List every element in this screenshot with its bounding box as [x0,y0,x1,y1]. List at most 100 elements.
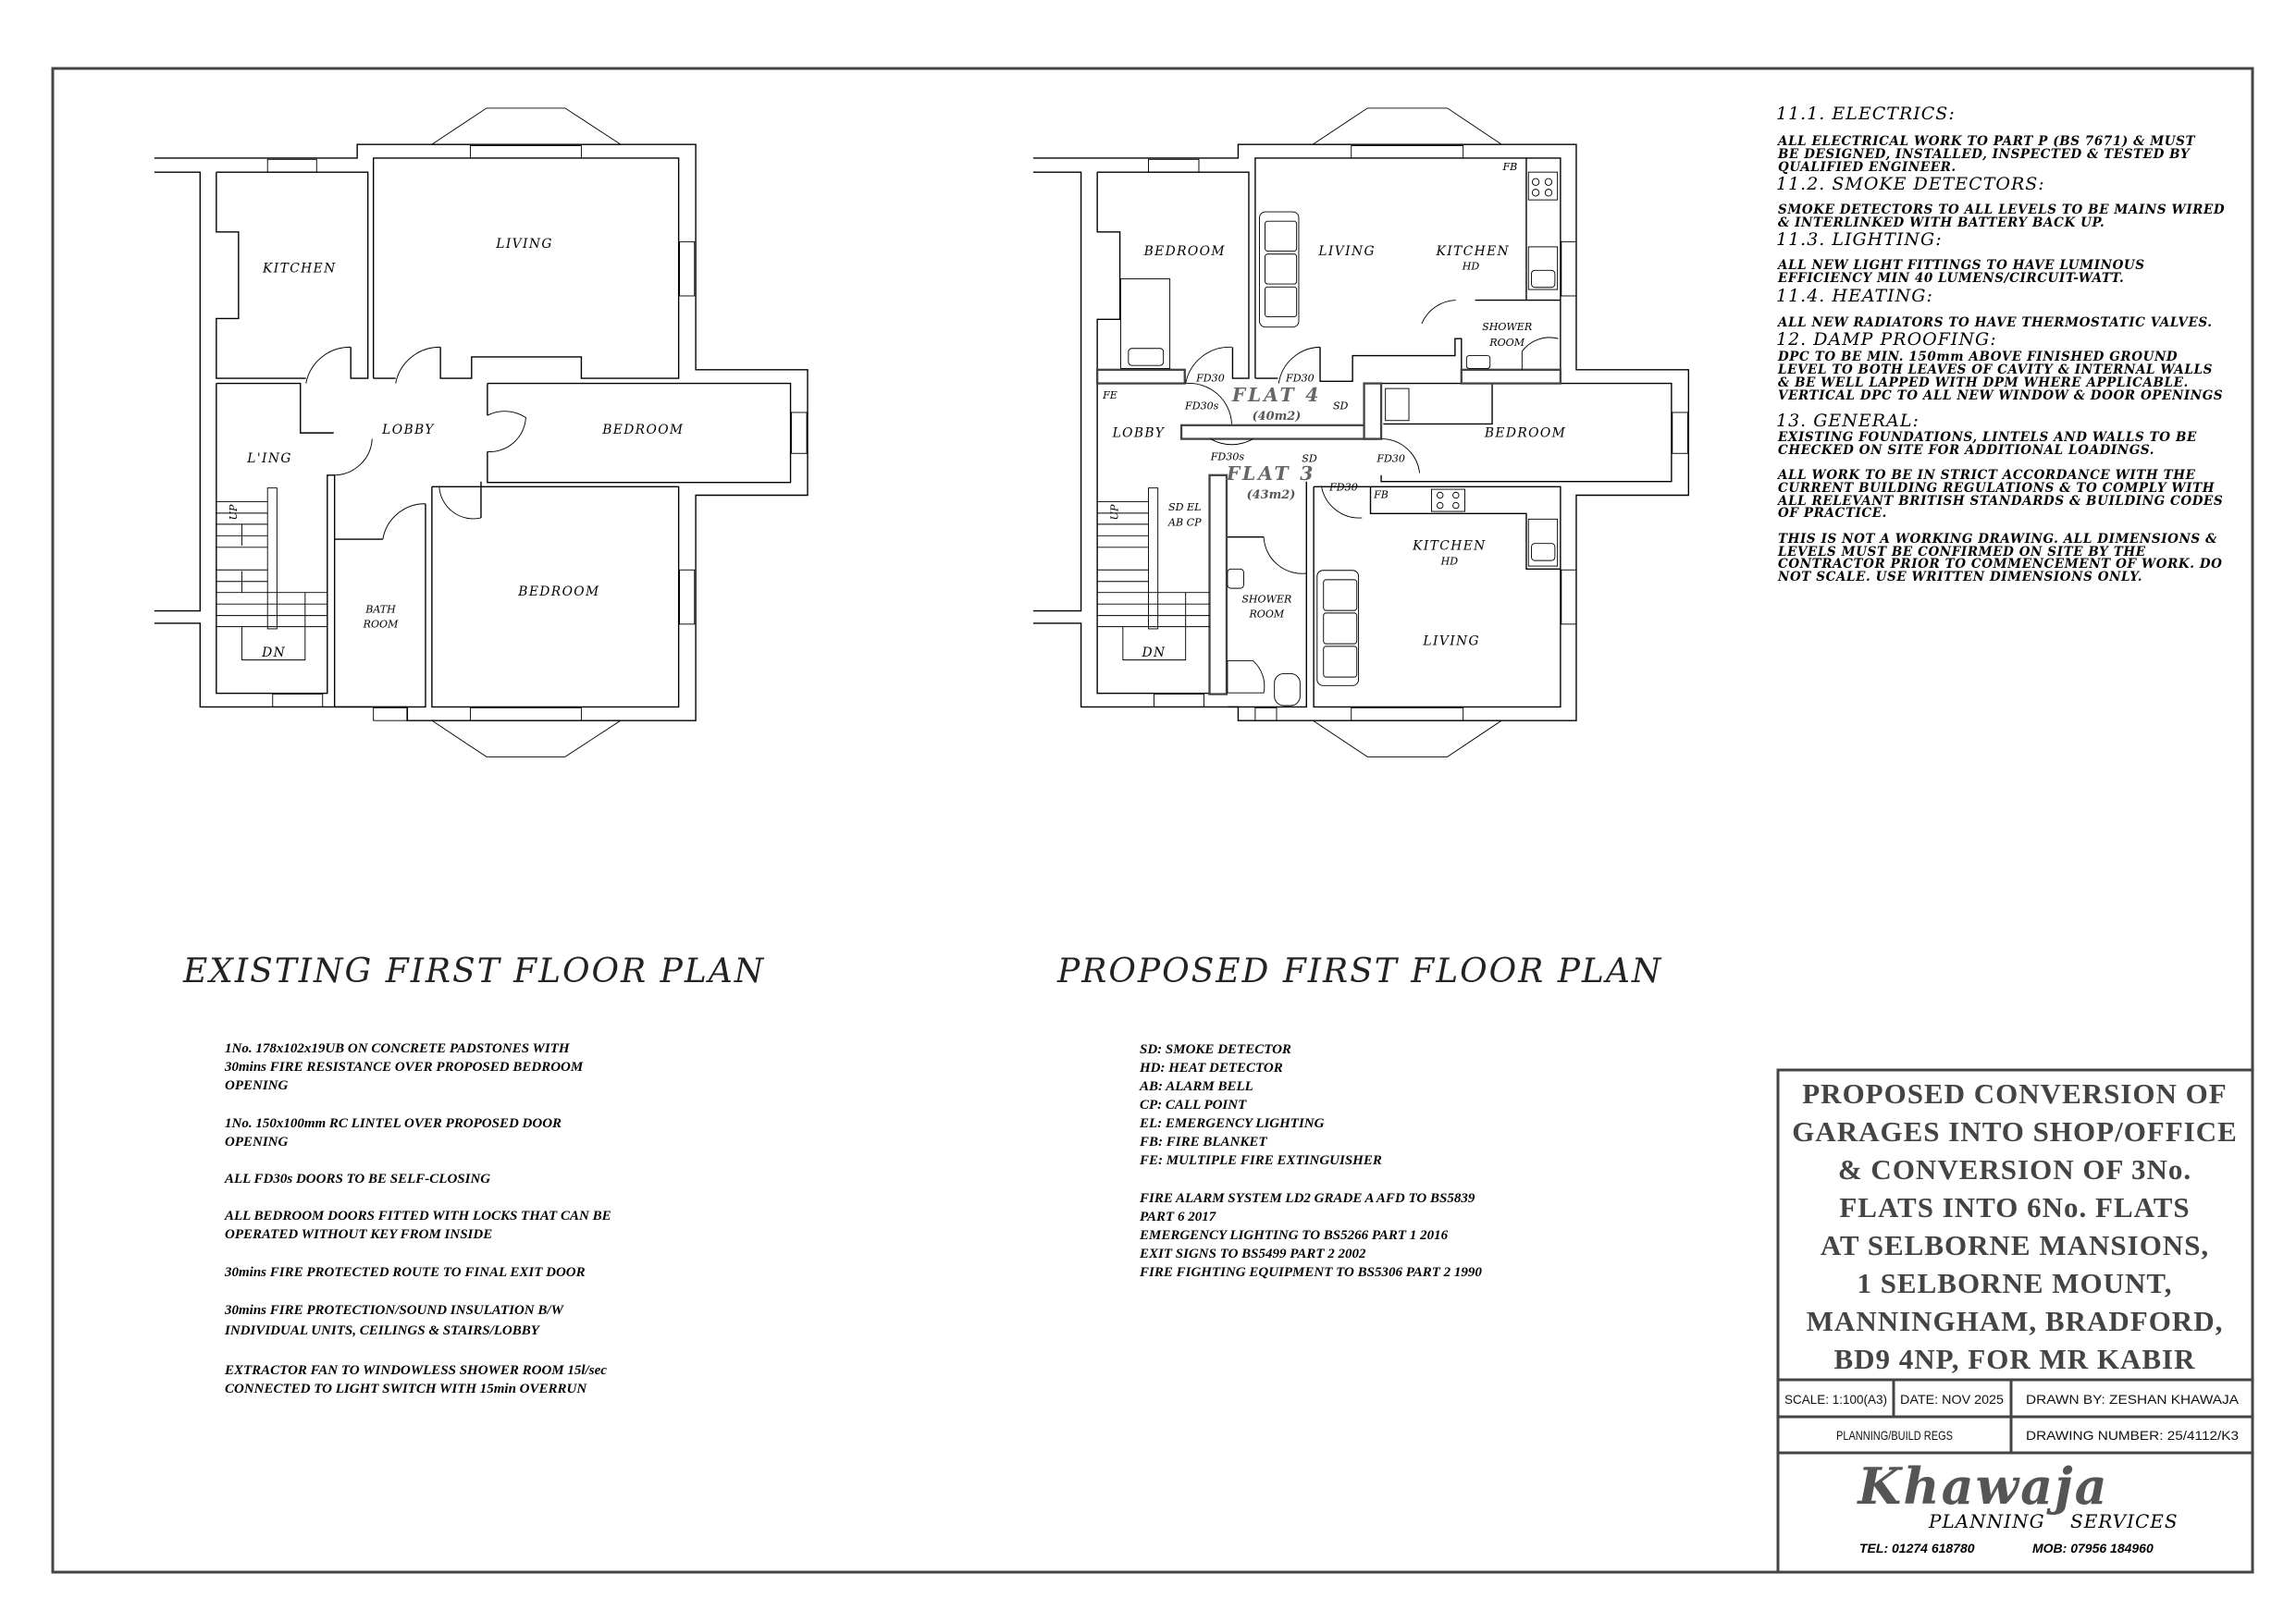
flat-4-label: FLAT 4 [1231,384,1321,406]
smoke-detector-label: SD [1333,400,1349,412]
proposed-plan-title: PROPOSED FIRST FLOOR PLAN [1056,953,1662,990]
room-label-kitchen: KITCHEN [1435,244,1510,259]
drawing-number-cell: DRAWING NUMBER: 25/4112/K3 [2026,1428,2239,1443]
fire-door-label: FD30s [1184,400,1219,412]
spec-line: & INTERLINKED WITH BATTERY BACK UP. [1778,215,2105,230]
fire-door-label: FD30 [1376,453,1405,465]
spec-heading: 12. DAMP PROOFING: [1776,329,1997,350]
spec-heading: 11.4. HEATING: [1776,286,1933,306]
existing-plan-title: EXISTING FIRST FLOOR PLAN [182,953,765,990]
spec-line: BE DESIGNED, INSTALLED, INSPECTED & TEST… [1777,147,2191,162]
room-label-bedroom: BEDROOM [1143,244,1226,259]
date-cell: DATE: NOV 2025 [1900,1392,2004,1407]
spec-line: EXISTING FOUNDATIONS, LINTELS AND WALLS … [1777,430,2197,445]
legend-line: AB: ALARM BELL [1139,1079,1253,1094]
purpose-cell: PLANNING/BUILD REGS [1836,1428,1953,1443]
spec-line: NOT SCALE. USE WRITTEN DIMENSIONS ONLY. [1777,570,2142,584]
legend-line: EXIT SIGNS TO BS5499 PART 2 2002 [1139,1247,1366,1261]
spec-line: ALL NEW RADIATORS TO HAVE THERMOSTATIC V… [1776,315,2213,330]
spec-line: QUALIFIED ENGINEER. [1778,160,1957,175]
room-label-bedroom: BEDROOM [601,423,684,437]
legend-line: FE: MULTIPLE FIRE EXTINGUISHER [1139,1153,1382,1168]
proposed-floor-plan: BEDROOM LIVING KITCHEN HD FB SHOWER ROOM… [1032,107,1690,757]
heat-detector-label: HD [1462,260,1480,272]
fire-extinguisher-label: FE [1102,389,1117,401]
room-label-living: LIVING [1317,244,1376,259]
spec-line: CURRENT BUILDING REGULATIONS & TO COMPLY… [1778,481,2216,496]
legend-line: FIRE FIGHTING EQUIPMENT TO BS5306 PART 2… [1139,1265,1482,1280]
heat-detector-label: HD [1440,556,1459,568]
structural-notes: 1No. 178x102x19UB ON CONCRETE PADSTONES … [224,1041,611,1396]
specification-notes: 11.1. ELECTRICS: ALL ELECTRICAL WORK TO … [1776,104,2225,584]
legend-line: EMERGENCY LIGHTING TO BS5266 PART 1 2016 [1139,1228,1449,1243]
fire-door-label: FD30s [1210,451,1245,463]
room-label-kitchen: KITCHEN [1412,539,1487,554]
note-line: INDIVIDUAL UNITS, CEILINGS & STAIRS/LOBB… [224,1323,541,1338]
room-label-landing: L'ING [246,451,292,466]
spec-line: LEVEL TO BOTH LEAVES OF CAVITY & INTERNA… [1777,363,2213,377]
fire-blanket-label: FB [1502,161,1518,173]
fire-door-label: FD30 [1285,373,1315,385]
spec-line: OF PRACTICE. [1778,506,1887,521]
room-label-shower: ROOM [1488,337,1524,349]
room-label-living: LIVING [1422,633,1480,648]
spec-line: VERTICAL DPC TO ALL NEW WINDOW & DOOR OP… [1778,388,2223,403]
note-line: OPERATED WITHOUT KEY FROM INSIDE [225,1227,492,1242]
flat-3-area: (43m2) [1247,488,1296,502]
spec-heading: 11.2. SMOKE DETECTORS: [1776,174,2045,194]
fire-door-label: FD30 [1328,481,1358,493]
room-label-shower: SHOWER [1241,593,1291,605]
project-title-line: 1 SELBORNE MOUNT, [1857,1267,2172,1299]
stair-down-label: DN [261,646,286,660]
spec-line: THIS IS NOT A WORKING DRAWING. ALL DIMEN… [1778,532,2217,547]
spec-line: ALL NEW LIGHT FITTINGS TO HAVE LUMINOUS [1776,258,2145,273]
room-label-shower: ROOM [1248,608,1284,620]
room-label-lobby: LOBBY [1112,426,1166,441]
telephone: TEL: 01274 618780 [1859,1541,1975,1555]
spec-heading: 11.3. LIGHTING: [1776,229,1943,250]
fire-safety-legend: SD: SMOKE DETECTOR HD: HEAT DETECTOR AB:… [1139,1042,1482,1280]
smoke-detector-label: SD [1302,453,1317,465]
project-title-line: & CONVERSION OF 3No. [1838,1153,2191,1186]
spec-line: ALL RELEVANT BRITISH STANDARDS & BUILDIN… [1776,494,2223,509]
project-title-line: BD9 4NP, FOR MR KABIR [1833,1343,2195,1375]
project-title-line: AT SELBORNE MANSIONS, [1821,1229,2209,1261]
title-block: PROPOSED CONVERSION OF GARAGES INTO SHOP… [1776,1068,2254,1574]
note-line: 1No. 178x102x19UB ON CONCRETE PADSTONES … [225,1041,571,1056]
stair-up-label: UP [1108,504,1120,520]
legend-line: HD: HEAT DETECTOR [1139,1061,1283,1076]
legend-line: FB: FIRE BLANKET [1139,1135,1267,1150]
note-line: ALL BEDROOM DOORS FITTED WITH LOCKS THAT… [224,1209,611,1223]
note-line: 30mins FIRE PROTECTED ROUTE TO FINAL EXI… [224,1265,586,1280]
room-label-kitchen: KITCHEN [262,262,337,277]
company-subtitle: PLANNING [1928,1510,2045,1532]
flat-3-label: FLAT 3 [1226,462,1315,485]
spec-line: EFFICIENCY MIN 40 LUMENS/CIRCUIT-WATT. [1777,271,2124,286]
alarm-labels: AB CP [1167,516,1202,528]
existing-floor-plan: KITCHEN LIVING LOBBY BEDROOM L'ING BEDRO… [154,107,809,757]
room-label-shower: SHOWER [1482,321,1532,333]
legend-line: SD: SMOKE DETECTOR [1140,1042,1291,1057]
fire-blanket-label: FB [1373,488,1389,500]
room-label-bath: ROOM [363,619,399,631]
spec-line: CHECKED ON SITE FOR ADDITIONAL LOADINGS. [1778,443,2154,458]
spec-heading: 13. GENERAL: [1776,411,1920,431]
company-subtitle: SERVICES [2070,1510,2179,1532]
project-title-line: GARAGES INTO SHOP/OFFICE [1792,1115,2238,1148]
stair-up-label: UP [228,504,240,520]
spec-heading: 11.1. ELECTRICS: [1776,104,1956,124]
note-line: EXTRACTOR FAN TO WINDOWLESS SHOWER ROOM … [224,1363,607,1378]
mobile: MOB: 07956 184960 [2032,1541,2154,1555]
spec-line: CONTRACTOR PRIOR TO COMMENCEMENT OF WORK… [1778,557,2222,572]
project-title-line: FLATS INTO 6No. FLATS [1839,1191,2190,1223]
spec-line: ALL ELECTRICAL WORK TO PART P (BS 7671) … [1776,134,2196,149]
note-line: CONNECTED TO LIGHT SWITCH WITH 15min OVE… [225,1382,587,1396]
legend-line: FIRE ALARM SYSTEM LD2 GRADE A AFD TO BS5… [1139,1191,1475,1206]
note-line: ALL FD30s DOORS TO BE SELF-CLOSING [224,1172,490,1187]
note-line: 30mins FIRE PROTECTION/SOUND INSULATION … [224,1303,565,1318]
room-label-bedroom: BEDROOM [1484,426,1566,441]
stair-down-label: DN [1142,646,1167,660]
spec-line: & BE WELL LAPPED WITH DPM WHERE APPLICAB… [1778,375,2189,390]
flat-4-area: (40m2) [1253,410,1302,424]
